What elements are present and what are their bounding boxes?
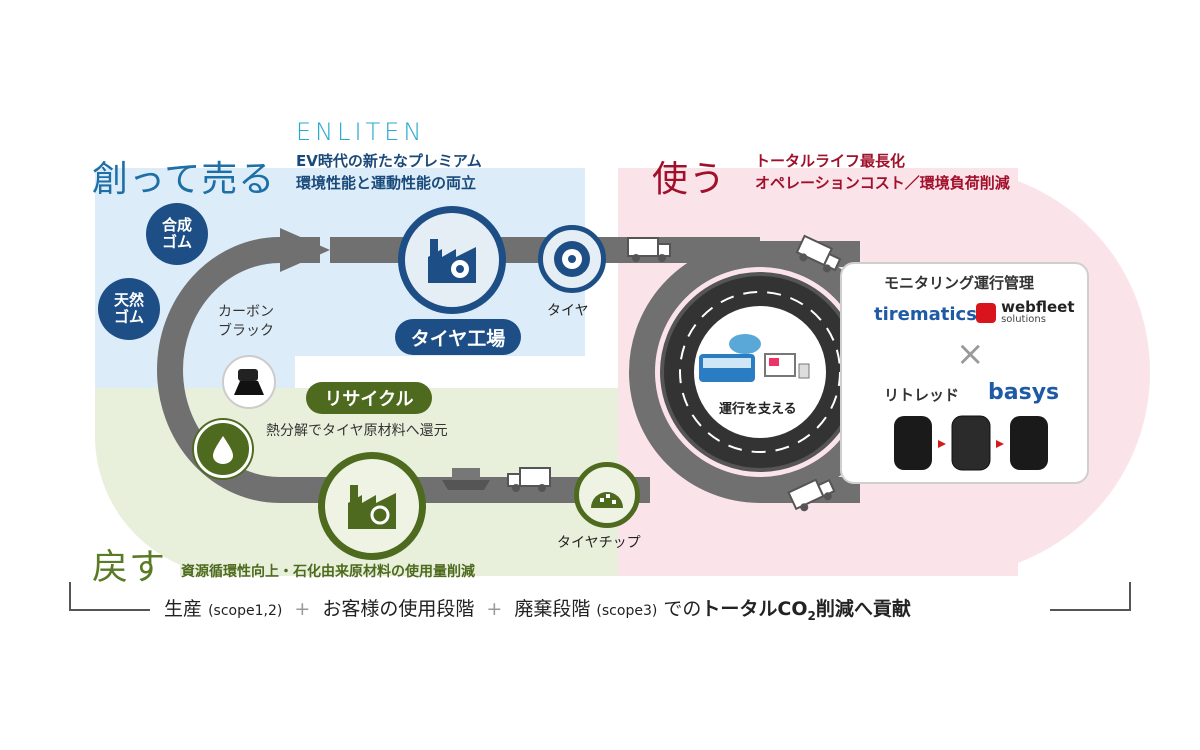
create-line1: EV時代の新たなプレミアム	[296, 152, 482, 170]
footer-contribution: 削減へ貢献	[815, 598, 911, 620]
create-title: 創って売る	[92, 159, 276, 200]
footer-scope3: (scope3)	[596, 603, 658, 619]
footer-de-no: での	[663, 598, 702, 620]
monitoring-title: モニタリング運行管理	[884, 274, 1035, 292]
recycle-desc: 熱分解でタイヤ原材料へ還元	[266, 423, 448, 439]
footer-customer-use: お客様の使用段階	[322, 598, 475, 620]
use-line2: オペレーションコスト／環境負荷削減	[755, 174, 1010, 192]
carbon-black-label: カーボンブラック	[218, 304, 274, 339]
truck-icon-top	[626, 234, 674, 268]
footer-total: トータルCO	[701, 598, 808, 620]
truck-icon-bottom	[506, 464, 554, 498]
return-title: 戻す	[92, 547, 167, 588]
tire-chip-icon	[574, 462, 640, 528]
truck-icon-right-top	[790, 231, 848, 282]
times-symbol: ×	[956, 334, 985, 374]
bus-and-cloud-icon	[695, 330, 825, 390]
create-line2: 環境性能と運動性能の両立	[296, 174, 477, 192]
retread-label: リトレッド	[884, 386, 960, 404]
return-line: 資源循環性向上・石化由来原材料の使用量削減	[181, 564, 475, 580]
footer-sub2: 2	[807, 608, 816, 623]
retread-tires-icon	[892, 414, 1072, 478]
tire-chip-label: タイヤチップ	[557, 535, 641, 551]
tire-factory-icon	[398, 206, 506, 314]
use-line1: トータルライフ最長化	[755, 152, 906, 170]
carbon-black-icon	[222, 355, 276, 409]
truck-icon-right-bottom	[785, 469, 843, 520]
footer-plus2: +	[486, 598, 503, 620]
use-title: 使う	[652, 159, 727, 200]
basys-logo: basys	[988, 380, 1060, 405]
tirematics-logo: tirematics	[874, 304, 977, 325]
recycle-label: リサイクル	[306, 382, 432, 414]
footer-scope12: (scope1,2)	[208, 603, 283, 619]
footer-plus1: +	[294, 598, 311, 620]
use-center-label: 運行を支える	[719, 402, 797, 417]
footer-disposal: 廃棄段階	[514, 598, 591, 620]
synthetic-rubber-badge: 合成ゴム	[146, 203, 208, 265]
footer-production: 生産	[164, 598, 203, 620]
recycle-factory-icon	[318, 452, 426, 560]
tire-factory-label: タイヤ工場	[395, 319, 521, 355]
webfleet-mark-icon	[976, 302, 996, 323]
footer-statement: 生産 (scope1,2) + お客様の使用段階 + 廃棄段階 (scope3)…	[164, 594, 1064, 623]
ship-icon	[440, 462, 492, 496]
webfleet-name: webfleet	[1001, 298, 1075, 316]
enliten-logo: ENLITEN	[296, 118, 426, 146]
webfleet-logo: webfleet solutions	[976, 300, 1075, 325]
tire-label: タイヤ	[547, 303, 589, 319]
oil-drop-icon	[194, 420, 252, 478]
natural-rubber-badge: 天然ゴム	[98, 278, 160, 340]
tire-icon	[538, 225, 606, 293]
webfleet-sub: solutions	[1001, 314, 1046, 325]
arrow-head-create	[280, 228, 330, 272]
